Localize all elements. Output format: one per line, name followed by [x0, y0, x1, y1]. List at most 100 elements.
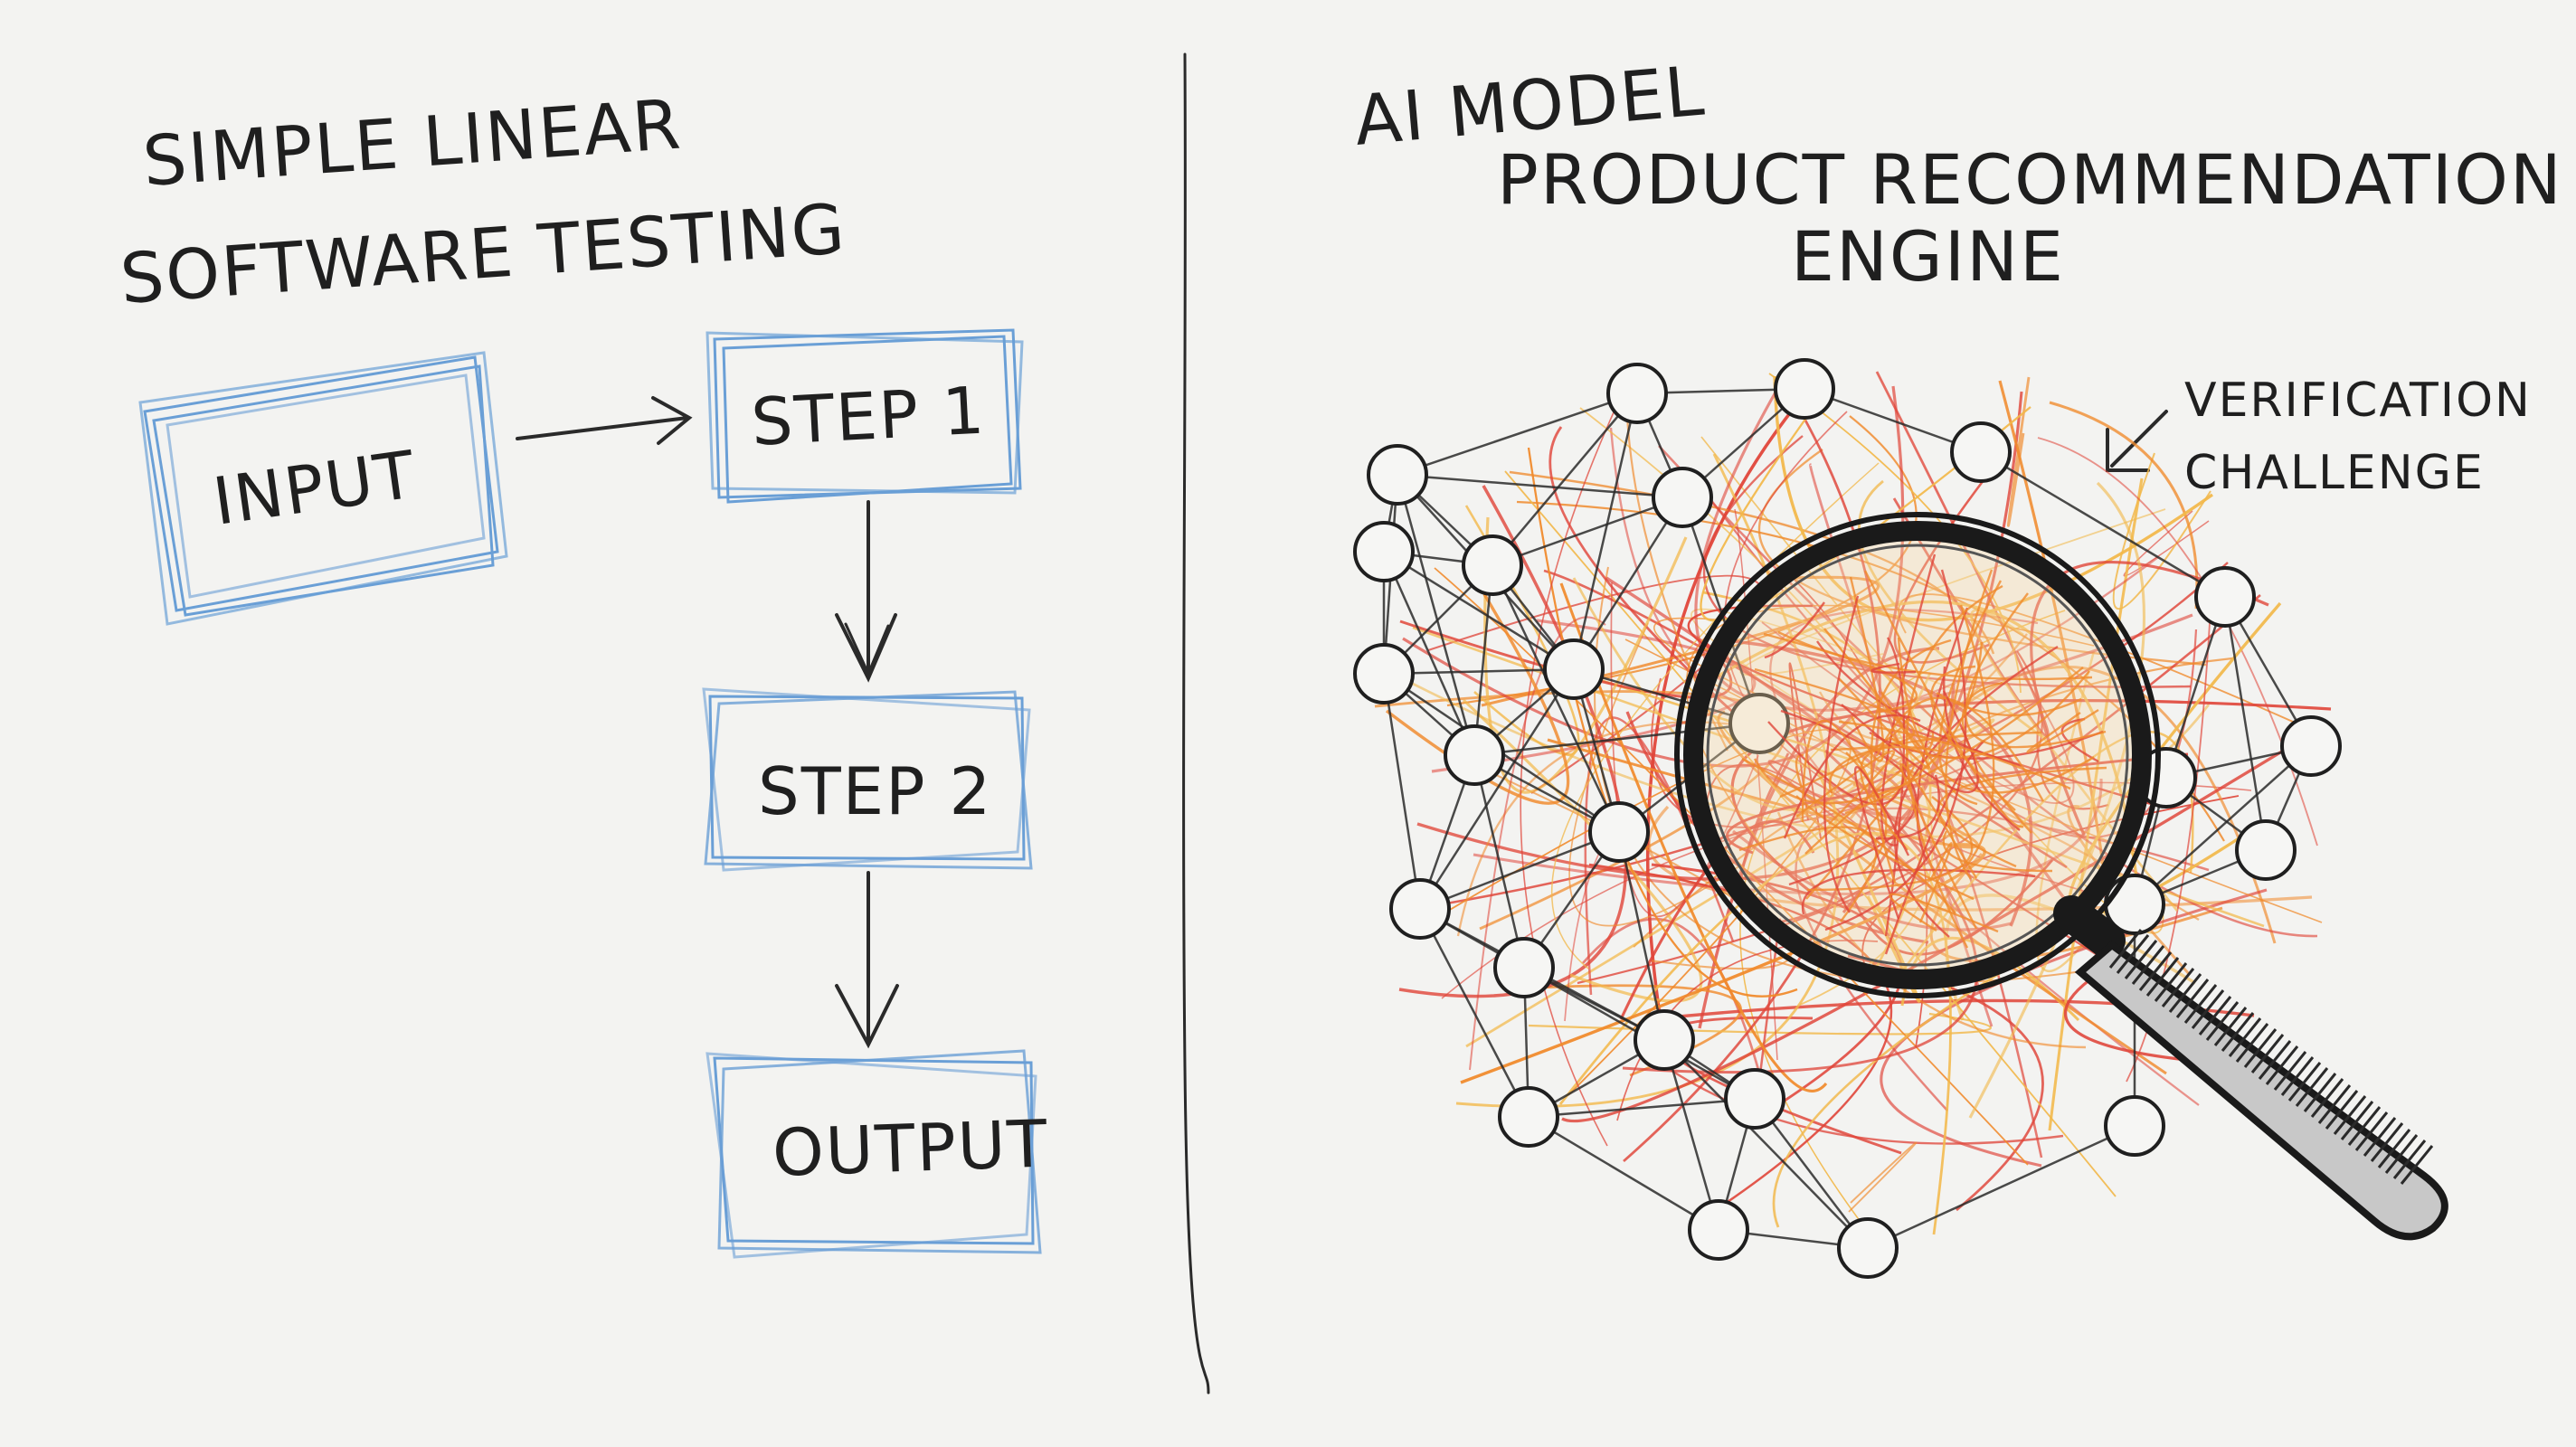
lens-scribble-stroke: [1801, 868, 2036, 915]
scribble-stroke: [1970, 609, 2179, 912]
handle-hatch-line: [2198, 996, 2232, 1036]
lens-scribble-stroke: [1889, 670, 2090, 760]
network-node: [1728, 693, 1790, 754]
network-edge: [1473, 722, 1760, 757]
scribble-stroke: [1527, 447, 1798, 998]
handle-hatch-line: [2377, 1129, 2411, 1168]
left-title-line1: SIMPLE LINEAR: [140, 84, 685, 202]
handle-hatch-line: [2108, 929, 2143, 969]
handle-hatch-line: [2340, 1101, 2374, 1140]
network-node: [1724, 1068, 1785, 1130]
network-edge: [1383, 550, 1575, 671]
network-node: [1353, 643, 1415, 705]
network-node: [1652, 467, 1713, 528]
handle-hatch-line: [2168, 973, 2202, 1013]
lens-scribble-stroke: [1795, 795, 1975, 901]
output-label: OUTPUT: [772, 1105, 1050, 1191]
scribble-stroke: [1739, 610, 2066, 1249]
handle-hatch-line: [2175, 979, 2210, 1018]
network-edge: [1382, 551, 1476, 756]
lens-scribble-stroke: [1916, 607, 1969, 860]
scribble-stroke: [1619, 819, 1815, 1020]
network-edge: [1397, 392, 1638, 477]
network-edge: [1663, 1039, 1869, 1249]
input-label: INPUT: [209, 436, 421, 540]
annotation-arrow-icon: [2106, 410, 2168, 472]
network-edge: [1867, 1124, 2136, 1250]
network-node: [1588, 801, 1650, 863]
network-edge: [2164, 596, 2227, 779]
scribble-stroke: [1520, 411, 1615, 1147]
network-node: [2104, 1095, 2165, 1157]
scribble-stroke: [2126, 606, 2211, 1083]
network-edge: [1492, 392, 1638, 566]
network-edge: [1754, 1098, 1869, 1249]
scribble-stroke: [1412, 626, 2265, 928]
scribble-stroke: [1685, 604, 2095, 864]
lens-scribble-stroke: [1965, 592, 2107, 749]
step1-label: STEP 1: [749, 373, 987, 460]
lens-scribble-stroke: [1880, 553, 1937, 846]
handle-hatch-line: [2145, 957, 2180, 997]
arrow-down-icon: [835, 871, 899, 1049]
handle-hatch-line: [2161, 968, 2195, 1007]
lens-scribble-stroke: [1783, 714, 1921, 839]
network-edge: [1492, 496, 1683, 567]
right-panel: AI MODEL PRODUCT RECOMMENDATION ENGINE V…: [1351, 50, 2563, 1279]
lens-scribble-stroke: [1844, 641, 1984, 815]
lens-scribble-stroke: [1930, 665, 2016, 811]
left-panel: SIMPLE LINEAR SOFTWARE TESTING INPUT STE…: [118, 84, 1050, 1259]
network-node: [1950, 421, 2012, 483]
network-edge: [1573, 667, 1760, 725]
arrow-down-icon: [835, 500, 897, 683]
handle-hatch-line: [2384, 1134, 2419, 1174]
network-node: [1634, 1009, 1695, 1071]
handle-hatch-line: [2258, 1040, 2292, 1080]
verification-label-line2: CHALLENGE: [2184, 446, 2485, 500]
network-edge: [1980, 450, 2226, 599]
scribble-stroke: [1622, 749, 1979, 1074]
lens-scribble-stroke: [1870, 638, 1952, 884]
handle-hatch-line: [2243, 1028, 2278, 1068]
network-edge: [1419, 830, 1620, 911]
network-edge: [1396, 474, 1476, 756]
network-node: [1462, 534, 1523, 596]
panel-divider: [1182, 52, 1210, 1395]
verification-label-line1: VERIFICATION: [2184, 374, 2532, 428]
magnifying-glass-icon: [1674, 512, 2448, 1241]
network-edge: [1383, 667, 1575, 676]
network-node: [2194, 566, 2256, 628]
scribble-stroke: [1559, 582, 1828, 1092]
right-title-line2: PRODUCT RECOMMENDATION: [1497, 139, 2563, 220]
lens-scribble-stroke: [1870, 662, 1917, 674]
scribble-stroke: [1726, 752, 2189, 855]
step1-box: STEP 1: [706, 328, 1024, 504]
scribble-stroke: [1842, 391, 2023, 913]
handle-hatch-line: [2317, 1084, 2352, 1124]
handle-hatch-line: [2295, 1067, 2329, 1107]
handle-hatch-line: [2280, 1056, 2315, 1096]
handle-hatch-line: [2221, 1012, 2255, 1052]
handle-hatch-line: [2287, 1062, 2322, 1102]
network-edge: [1681, 497, 1761, 724]
scribble-stroke: [2048, 478, 2144, 1131]
network-node: [2280, 715, 2342, 777]
network-node: [1543, 638, 1605, 700]
scribble-stroke: [1653, 1057, 2064, 1145]
lens-scribble-stroke: [1795, 750, 1895, 825]
scribble-stroke: [2006, 376, 2031, 527]
scribble-stroke: [1849, 665, 2277, 944]
input-box: INPUT: [138, 351, 508, 626]
network-edge: [1528, 1097, 1756, 1119]
network-edge: [1418, 668, 1576, 910]
network-edge: [1528, 1115, 1719, 1232]
lens-scribble-stroke: [1741, 757, 1956, 914]
lens-scribble-stroke: [1875, 774, 1940, 840]
lens-scribble-stroke: [1959, 604, 1995, 874]
handle-hatch-line: [2325, 1090, 2359, 1130]
handle-hatch-line: [2116, 934, 2150, 974]
lens-scribble-stroke: [1801, 719, 1888, 823]
handle-hatch-line: [2154, 962, 2188, 1002]
scribble-stroke: [1809, 463, 1994, 1027]
